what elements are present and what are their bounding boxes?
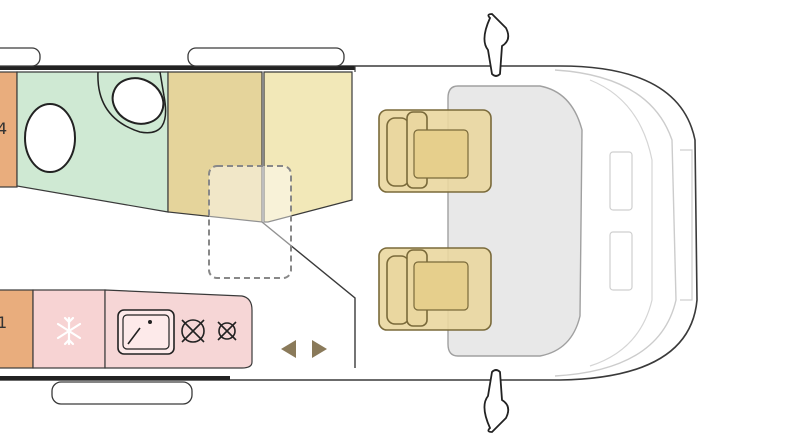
burner-icon [181, 319, 205, 343]
bathroom [16, 71, 169, 213]
kitchen-counter [104, 289, 253, 369]
wardrobe-left [167, 71, 263, 223]
triangle-right-icon[interactable] [312, 340, 327, 358]
mirror-bottom [483, 369, 510, 433]
fridge [32, 289, 106, 369]
foldable-table [208, 165, 292, 279]
burner-icon [217, 321, 237, 341]
bed-left-mark: 4 [0, 119, 7, 138]
mirror-top [483, 13, 510, 77]
top-rail [0, 47, 345, 67]
cab-seat-bottom[interactable] [378, 247, 492, 331]
sink-icon [117, 309, 175, 355]
cab-seat-top[interactable] [378, 109, 492, 193]
triangle-left-icon[interactable] [281, 340, 296, 358]
bed-top: 4 [0, 71, 18, 188]
wardrobe-right [263, 71, 353, 223]
bottom-rail [51, 381, 193, 405]
bench-bottom: 1 [0, 289, 34, 369]
bench-left-mark: 1 [0, 313, 7, 332]
snowflake-icon [56, 316, 82, 346]
